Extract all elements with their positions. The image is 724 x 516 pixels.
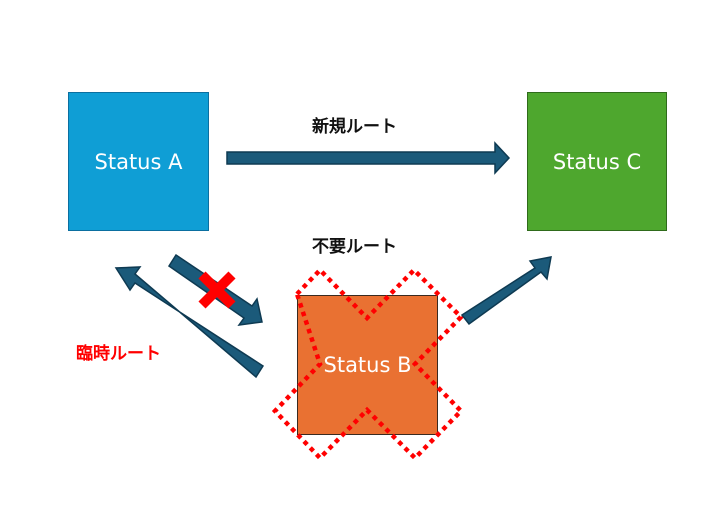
- new-route-arrow: [226, 141, 511, 175]
- new-route-label: 新規ルート: [312, 117, 397, 137]
- temporary-route-label: 臨時ルート: [76, 344, 161, 364]
- status-b-label: Status B: [323, 353, 412, 377]
- status-a-box: Status A: [68, 92, 209, 231]
- status-a-label: Status A: [94, 149, 183, 174]
- temporary-route-arrow: [114, 266, 265, 379]
- b-to-c-route-arrow: [460, 256, 552, 326]
- status-c-box: Status C: [527, 92, 667, 231]
- blocked-cross-icon: [198, 271, 236, 309]
- dotted-x-outline: [271, 266, 465, 462]
- status-c-label: Status C: [552, 149, 642, 174]
- unneeded-route-label: 不要ルート: [312, 237, 397, 257]
